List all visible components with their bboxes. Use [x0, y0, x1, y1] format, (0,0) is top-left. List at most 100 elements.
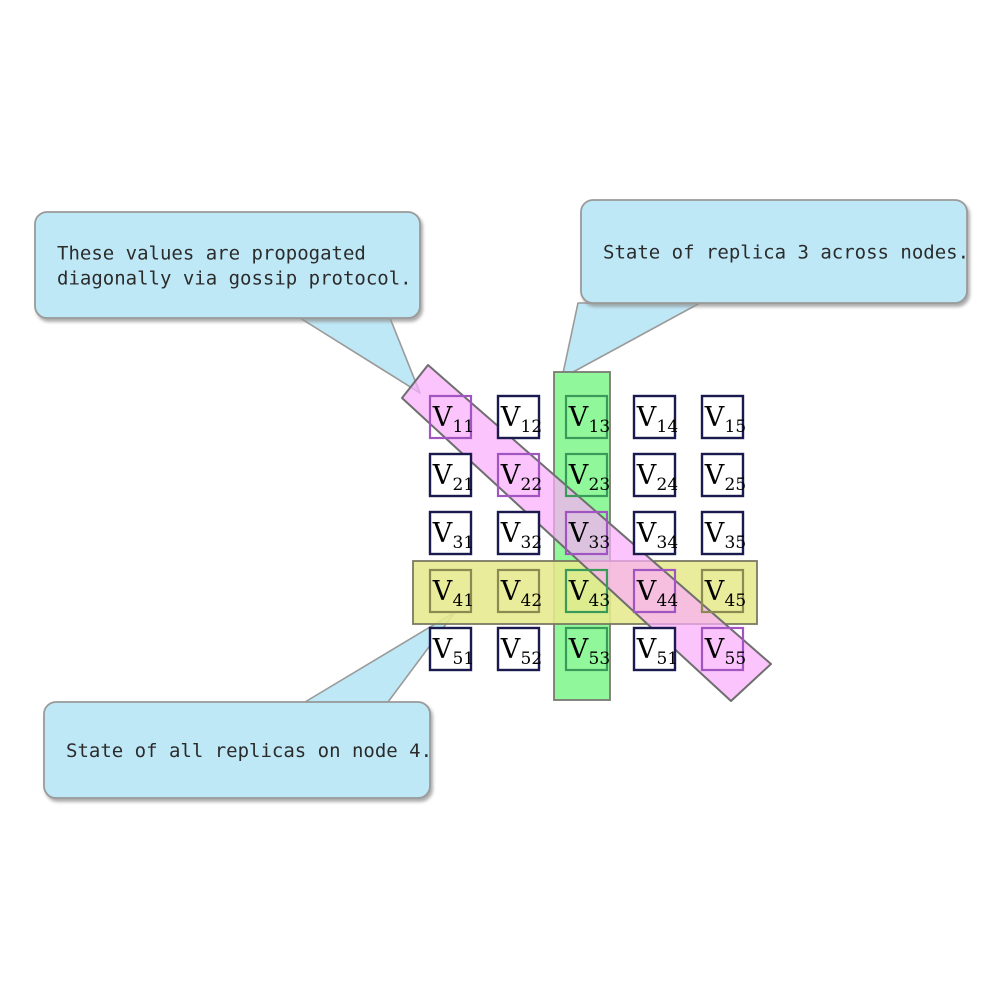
cell-box-V21[interactable] — [428, 452, 473, 498]
cell-subscript-V15: 15 — [725, 417, 747, 437]
callout-replica-3[interactable]: State of replica 3 across nodes. — [580, 199, 969, 304]
cell-subscript-V21: 21 — [453, 475, 475, 495]
cell-subscript-V51: 51 — [657, 649, 679, 669]
callout-gossip[interactable]: These values are propogated diagonally vi… — [34, 211, 421, 319]
cell-label-V55: V — [704, 634, 725, 665]
cell-label-V15: V — [704, 402, 725, 433]
cell-box-V15[interactable] — [700, 394, 745, 440]
cell-label-V52: V — [500, 634, 521, 665]
cell-subscript-V13: 13 — [589, 417, 611, 437]
cell-label-V31: V — [432, 518, 453, 549]
cell-subscript-V12: 12 — [521, 417, 543, 437]
cell-label-V22: V — [500, 460, 521, 491]
cell-box-V44[interactable] — [632, 568, 677, 614]
cell-box-V11[interactable] — [428, 394, 473, 440]
callout-node-4[interactable]: State of all replicas on node 4. — [43, 701, 432, 799]
gossip-band-shape[interactable] — [401, 364, 772, 702]
callout-node-4-line: State of all replicas on node 4. — [66, 740, 432, 762]
cell-label-V51: V — [432, 634, 453, 665]
cell-box-V51[interactable] — [428, 626, 473, 672]
cell-subscript-V22: 22 — [521, 475, 543, 495]
cell-box-V45[interactable] — [700, 568, 745, 614]
callout-gossip-box[interactable] — [34, 211, 421, 319]
gossip-diagonal-band[interactable] — [401, 364, 772, 702]
cell-label-V24: V — [636, 460, 657, 491]
cell-label-V33: V — [568, 518, 589, 549]
cell-box-V42[interactable] — [496, 568, 541, 614]
cell-subscript-V24: 24 — [657, 475, 679, 495]
cell-subscript-V44: 44 — [657, 591, 679, 611]
cell-box-V25[interactable] — [700, 452, 745, 498]
cell-box-V14[interactable] — [632, 394, 677, 440]
cell-box-V55[interactable] — [700, 626, 745, 672]
cell-box-V51[interactable] — [632, 626, 677, 672]
cell-label-V51: V — [636, 634, 657, 665]
cell-box-V43[interactable] — [564, 568, 609, 614]
cell-box-V34[interactable] — [632, 510, 677, 556]
cell-subscript-V43: 43 — [589, 591, 611, 611]
callout-tails — [299, 302, 701, 703]
cell-box-V12[interactable] — [496, 394, 541, 440]
callout-gossip-tail — [299, 317, 421, 394]
cell-label-V12: V — [500, 402, 521, 433]
cell-label-V53: V — [568, 634, 589, 665]
cell-subscript-V32: 32 — [521, 533, 543, 553]
cell-label-V43: V — [568, 576, 589, 607]
callout-node-4-box[interactable] — [43, 701, 431, 799]
cell-box-V13[interactable] — [564, 394, 609, 440]
callout-replica-3-box[interactable] — [580, 199, 968, 304]
cell-label-V34: V — [636, 518, 657, 549]
cell-label-V25: V — [704, 460, 725, 491]
callout-gossip-line: diagonally via gossip protocol. — [57, 268, 412, 290]
cell-box-V24[interactable] — [632, 452, 677, 498]
cell-box-V23[interactable] — [564, 452, 609, 498]
cell-label-V42: V — [500, 576, 521, 607]
cell-subscript-V11: 11 — [453, 417, 475, 437]
callout-gossip-line: These values are propogated — [57, 243, 366, 265]
cell-label-V11: V — [432, 402, 453, 433]
cell-box-V41[interactable] — [428, 568, 473, 614]
cell-box-V53[interactable] — [564, 626, 609, 672]
cell-box-V35[interactable] — [700, 510, 745, 556]
cell-box-V33[interactable] — [564, 510, 609, 556]
cell-label-V23: V — [568, 460, 589, 491]
cell-subscript-V52: 52 — [521, 649, 543, 669]
cell-subscript-V33: 33 — [589, 533, 611, 553]
cell-subscript-V34: 34 — [657, 533, 679, 553]
cell-label-V44: V — [636, 576, 657, 607]
cell-subscript-V23: 23 — [589, 475, 611, 495]
cell-box-V52[interactable] — [496, 626, 541, 672]
cell-box-V22[interactable] — [496, 452, 541, 498]
cell-label-V32: V — [500, 518, 521, 549]
cell-box-V31[interactable] — [428, 510, 473, 556]
callout-replica-3-line: State of replica 3 across nodes. — [603, 242, 969, 264]
cell-label-V13: V — [568, 402, 589, 433]
cell-box-V32[interactable] — [496, 510, 541, 556]
